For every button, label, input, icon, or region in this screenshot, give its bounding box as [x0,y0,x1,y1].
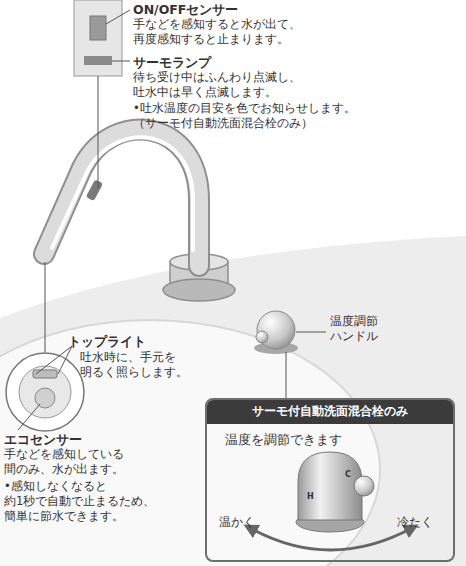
spout-tip-face [19,366,71,418]
callout-text: 再度感知すると止まります。 [133,33,289,47]
leader-line [112,61,130,62]
callout-text: 手などを感知している [4,448,124,462]
spout-tip-closeup [6,353,84,431]
callout-text: 吐水時に、手元を [80,351,176,365]
leader-line [36,346,72,374]
callout-text: 手などを感知すると水が出て、 [133,18,301,32]
dial-mark: C [345,470,351,480]
temperature-knob [257,311,295,349]
direction-label: 冷たく [397,516,433,530]
callout-text: 明るく照らします。 [80,366,188,380]
part-name: ハンドル [330,330,378,344]
sensor-closeup [74,0,122,76]
band-heading: サーモ付自動洗面混合栓のみ [207,404,453,418]
box-text: 温度を調節できます [225,432,342,447]
basin-counter [0,236,466,566]
direction-label: 温かく [219,516,255,530]
dial-mark: H [307,492,314,502]
leader-line [286,352,287,398]
on-off-sensor-icon [90,16,106,40]
callout-text: •感知しなくなると [4,480,107,494]
leader-line [296,332,326,333]
leader-line [58,346,72,374]
callout-text: 待ち受け中はふんわり点滅し、 [133,71,301,85]
callout-text: 吐水中は早く点滅します。 [133,86,277,100]
callout-text: 約1秒で自動で止まるため、 [4,495,155,509]
basin-bowl [0,320,380,566]
callout-heading: エコセンサー [4,432,82,447]
leader-line [18,404,40,430]
leader-line [98,76,99,188]
spout-highlight [52,137,193,250]
info-panel: 温度を調節できます温かく 冷たく サーモ付自動洗面混合栓のみ [205,398,455,562]
spout-body [44,130,199,266]
eco-sensor-icon [35,388,55,408]
leader-line [45,262,46,352]
callout-text: •吐水温度の目安を色でお知らせします。 [133,102,356,116]
spout-outline [44,130,199,266]
callout-heading: ON/OFFセンサー [133,2,238,17]
callout-heading: サーモランプ [133,55,211,70]
dial-lever [354,476,374,496]
header-band: サーモ付自動洗面混合栓のみ [207,400,453,424]
faucet-base-ring [163,279,235,301]
callout-text: （サーモ付自動洗面混合栓のみ） [133,117,313,131]
knob-lever [256,331,268,343]
callout-heading: トップライト [68,334,146,349]
thermo-lamp-icon [84,56,112,65]
callout-text: 簡単に節水できます。 [4,510,124,524]
callout-text: 間のみ、水が出ます。 [4,463,124,477]
leader-line [106,10,130,24]
dial-body [298,452,362,520]
part-name: 温度調節 [330,315,378,329]
rotation-arrow [250,528,412,550]
on-off-sensor-window [86,179,103,201]
